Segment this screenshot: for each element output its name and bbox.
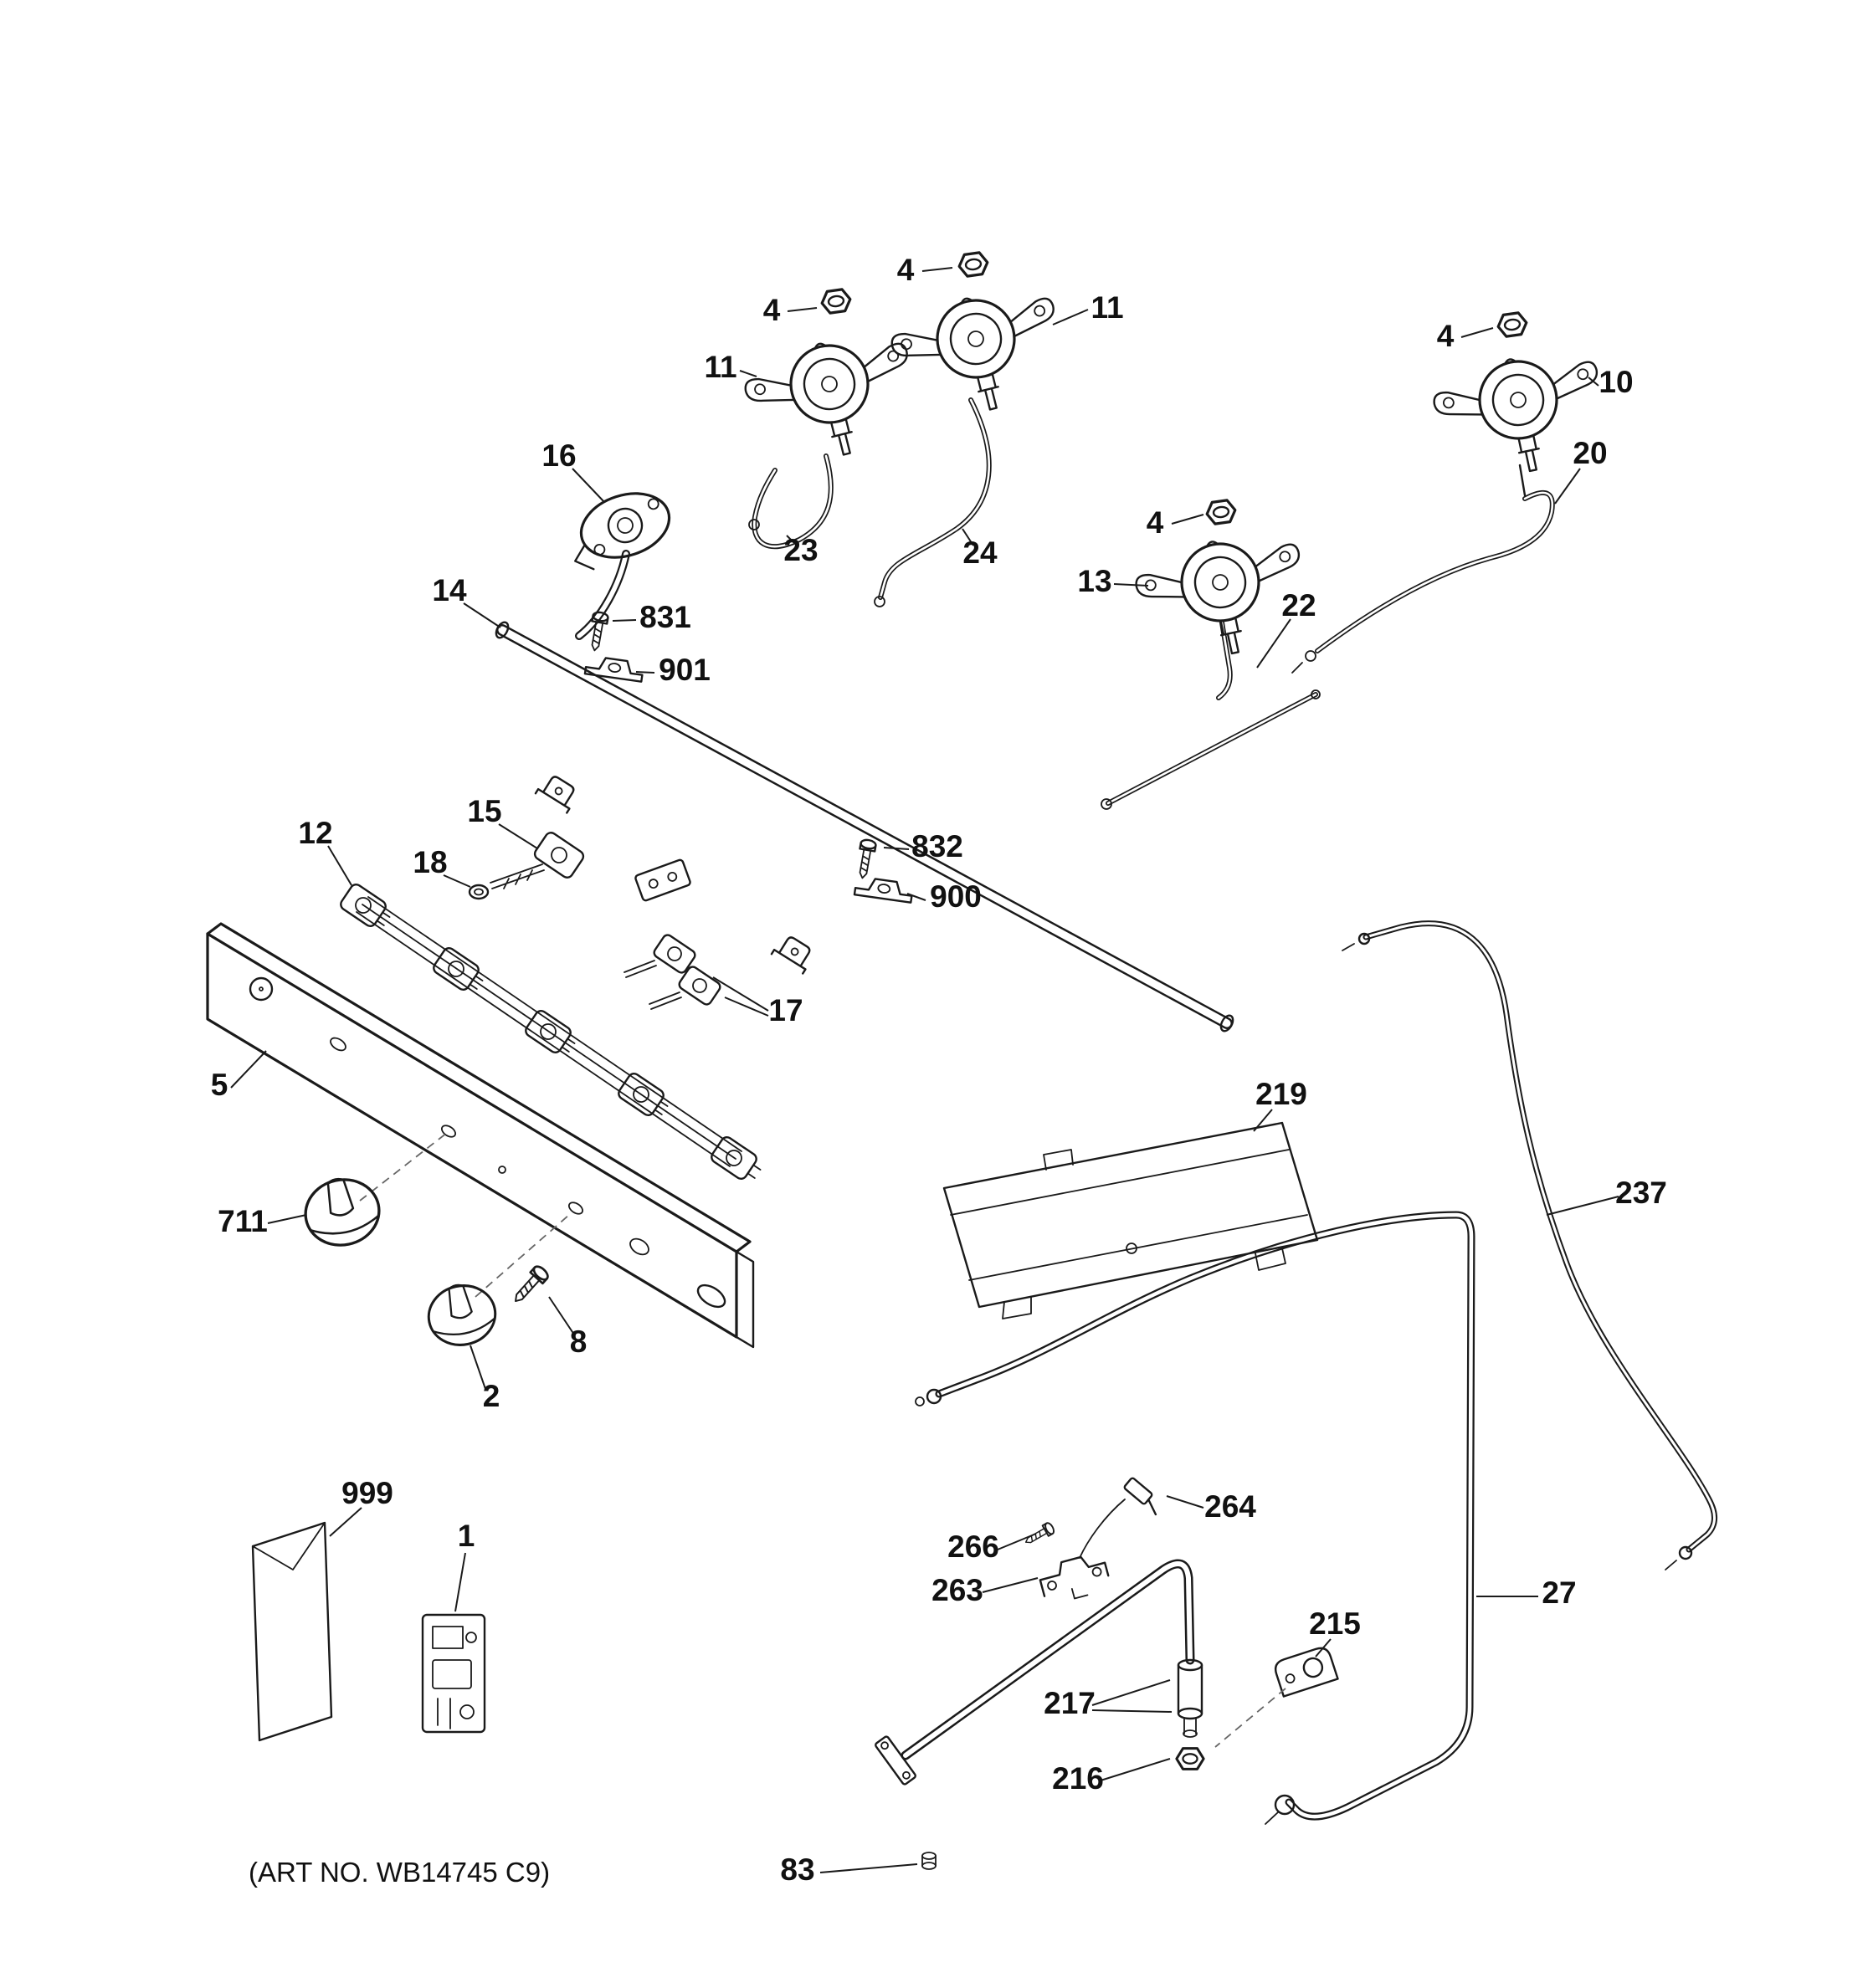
knob-alignment-line-2 (475, 1214, 570, 1298)
callout-264: 264 (1204, 1489, 1256, 1524)
gas-tube-20 (1291, 464, 1555, 674)
burner-valve-11-left (737, 322, 929, 475)
callout-4-a: 4 (897, 253, 915, 287)
regulator-fitting-217 (1177, 1658, 1203, 1738)
manifold-pipe-14 (495, 550, 1234, 1032)
callout-266: 266 (947, 1529, 999, 1564)
lock-nut-c (1495, 310, 1530, 339)
callout-15: 15 (467, 794, 501, 828)
callout-831: 831 (639, 600, 691, 634)
callout-83: 83 (780, 1852, 814, 1887)
lock-nut-a (819, 287, 854, 315)
washer-18 (468, 884, 490, 900)
manifold-panel-5 (206, 922, 755, 1349)
surface-valve-rail-5 (708, 1134, 767, 1187)
orifice-holder-16 (574, 492, 671, 571)
callout-17: 17 (768, 993, 803, 1027)
callout-216: 216 (1052, 1761, 1104, 1796)
callout-12: 12 (298, 816, 332, 850)
manifold-clamp-b (770, 931, 818, 975)
callout-11-right: 11 (1091, 290, 1123, 325)
callout-4-d: 4 (1147, 505, 1164, 540)
leader-lines (230, 267, 1619, 1873)
callout-263: 263 (931, 1573, 983, 1607)
gas-tube-237 (1342, 920, 1717, 1570)
gas-tube-24 (874, 397, 992, 607)
callout-215: 215 (1309, 1606, 1361, 1641)
callout-13: 13 (1077, 564, 1111, 598)
callout-5: 5 (211, 1068, 228, 1102)
callout-22: 22 (1281, 588, 1316, 623)
callout-4-c: 4 (1437, 319, 1455, 353)
callout-20: 20 (1573, 436, 1607, 470)
control-knob-711 (297, 1170, 387, 1253)
alignment-line-215 (1214, 1688, 1286, 1748)
surface-valve-15 (490, 832, 585, 889)
igniter-bracket-263 (1039, 1555, 1110, 1600)
callout-219: 219 (1255, 1077, 1307, 1111)
gas-tube-22 (1101, 620, 1321, 810)
callout-14: 14 (432, 573, 467, 607)
callout-711: 711 (218, 1204, 268, 1238)
manifold-clamp-a (534, 771, 582, 814)
spark-module-1 (421, 1613, 486, 1734)
callout-16: 16 (541, 438, 576, 473)
lock-nut-d (1203, 498, 1239, 526)
callout-999: 999 (341, 1476, 393, 1510)
callout-900: 900 (930, 879, 982, 914)
nut-216 (1175, 1747, 1205, 1770)
callout-832: 832 (911, 829, 963, 863)
knob-alignment-line-711 (359, 1132, 448, 1202)
callout-1: 1 (458, 1519, 475, 1553)
venturi-tube-assembly (875, 1559, 1195, 1786)
burner-valve-11-right (884, 277, 1075, 430)
surface-valve-17b (649, 966, 721, 1010)
callout-27: 27 (1542, 1576, 1576, 1610)
gas-supply-tube-27 (915, 1211, 1475, 1825)
valve-rail (356, 896, 742, 1167)
callout-8: 8 (570, 1324, 588, 1359)
valve-plate-17 (634, 858, 691, 902)
surface-valve-17a (624, 934, 696, 978)
callout-217: 217 (1044, 1686, 1096, 1720)
literature-envelope-999 (251, 1521, 333, 1742)
art-number: (ART NO. WB14745 C9) (249, 1857, 550, 1888)
screw-832 (854, 838, 878, 881)
callout-10: 10 (1599, 365, 1633, 399)
callout-11-left: 11 (704, 350, 736, 384)
callout-23: 23 (783, 533, 818, 567)
screw-266 (1022, 1520, 1057, 1549)
control-knob-2 (421, 1277, 502, 1353)
gas-tube-23 (748, 453, 834, 550)
screw-8 (508, 1263, 552, 1309)
callout-237: 237 (1615, 1176, 1667, 1210)
bracket-900 (853, 875, 915, 904)
heat-shield-219 (942, 1121, 1319, 1319)
callout-4-b: 4 (763, 293, 781, 327)
igniter-electrode-264 (1079, 1477, 1157, 1559)
callout-901: 901 (659, 653, 711, 687)
callout-24: 24 (962, 535, 998, 570)
lock-nut-b (956, 250, 991, 279)
bracket-215 (1274, 1647, 1339, 1698)
callout-18: 18 (413, 845, 447, 879)
callout-2: 2 (483, 1379, 500, 1413)
plug-83 (921, 1852, 937, 1870)
